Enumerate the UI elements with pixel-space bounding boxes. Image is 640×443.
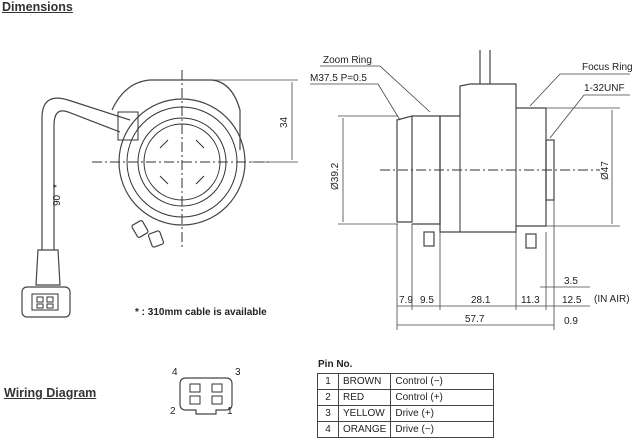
pin-table-title: Pin No. xyxy=(318,359,353,370)
connector-face xyxy=(179,377,233,415)
pin-number: 3 xyxy=(317,405,339,422)
in-air-label: (IN AIR) xyxy=(594,294,630,305)
pin-function: Control (−) xyxy=(390,373,495,390)
dim-28-1: 28.1 xyxy=(471,295,491,306)
focus-knob xyxy=(147,230,165,248)
pin-label-4: 4 xyxy=(172,367,178,378)
side-cable xyxy=(479,50,491,84)
dimensions-heading: Dimensions xyxy=(2,0,73,14)
pin-label-3: 3 xyxy=(235,367,241,378)
pin-row: 1 BROWN Control (−) xyxy=(317,373,495,390)
pin-row: 3 YELLOW Drive (+) xyxy=(317,405,495,422)
wire-color: ORANGE xyxy=(337,421,392,438)
side-view: Zoom Ring M37.5 P=0.5 Focus Ring 1-32UNF… xyxy=(310,50,633,330)
dim-3-5: 3.5 xyxy=(564,276,578,287)
dim-57-7: 57.7 xyxy=(465,314,485,325)
pin-label-2: 2 xyxy=(170,406,176,417)
zoom-ring-label: Zoom Ring xyxy=(323,55,372,66)
cable xyxy=(41,97,131,250)
dim-12-5: 12.5 xyxy=(562,295,582,306)
pin-label-1: 1 xyxy=(227,406,233,417)
cable-note: * : 310mm cable is available xyxy=(135,307,267,318)
zoom-knob xyxy=(131,220,149,238)
pin-function: Control (+) xyxy=(390,389,495,406)
dim-34: 34 xyxy=(279,116,290,128)
dim-dia-47: Ø47 xyxy=(600,161,611,180)
wiring-diagram-heading: Wiring Diagram xyxy=(4,386,97,400)
pin-number: 4 xyxy=(317,421,339,438)
pin-row: 4 ORANGE Drive (−) xyxy=(317,421,495,438)
pin-function: Drive (+) xyxy=(390,405,495,422)
dim-9-5: 9.5 xyxy=(420,295,434,306)
wire-color: BROWN xyxy=(337,373,392,390)
connector-housing xyxy=(21,286,71,318)
mount-label: M37.5 P=0.5 xyxy=(310,73,367,84)
dim-11-3: 11.3 xyxy=(521,295,540,306)
thread-label: 1-32UNF xyxy=(584,83,625,94)
wire-color: YELLOW xyxy=(337,405,392,422)
pin-function: Drive (−) xyxy=(390,421,495,438)
pin-row: 2 RED Control (+) xyxy=(317,389,495,406)
focus-ring-label: Focus Ring xyxy=(582,62,633,73)
dim-0-9: 0.9 xyxy=(564,316,578,327)
cable-plug xyxy=(35,249,61,286)
pin-number: 1 xyxy=(317,373,339,390)
svg-text:*: * xyxy=(52,184,63,188)
wire-color: RED xyxy=(337,389,392,406)
pin-number: 2 xyxy=(317,389,339,406)
dim-7-9: 7.9 xyxy=(399,295,413,306)
lens-mount xyxy=(396,115,413,223)
front-view: 34 90 * * : 310mm cable is available xyxy=(21,70,298,318)
side-zoom-knob xyxy=(423,231,435,247)
dim-90: 90 xyxy=(52,194,63,206)
pin-table: 1 BROWN Control (−) 2 RED Control (+) 3 … xyxy=(317,373,495,438)
dim-dia-39-2: Ø39.2 xyxy=(330,162,341,190)
lens-barrel xyxy=(439,83,547,233)
side-focus-knob xyxy=(525,233,537,249)
wiring-connector: 4 3 2 1 xyxy=(170,367,241,417)
